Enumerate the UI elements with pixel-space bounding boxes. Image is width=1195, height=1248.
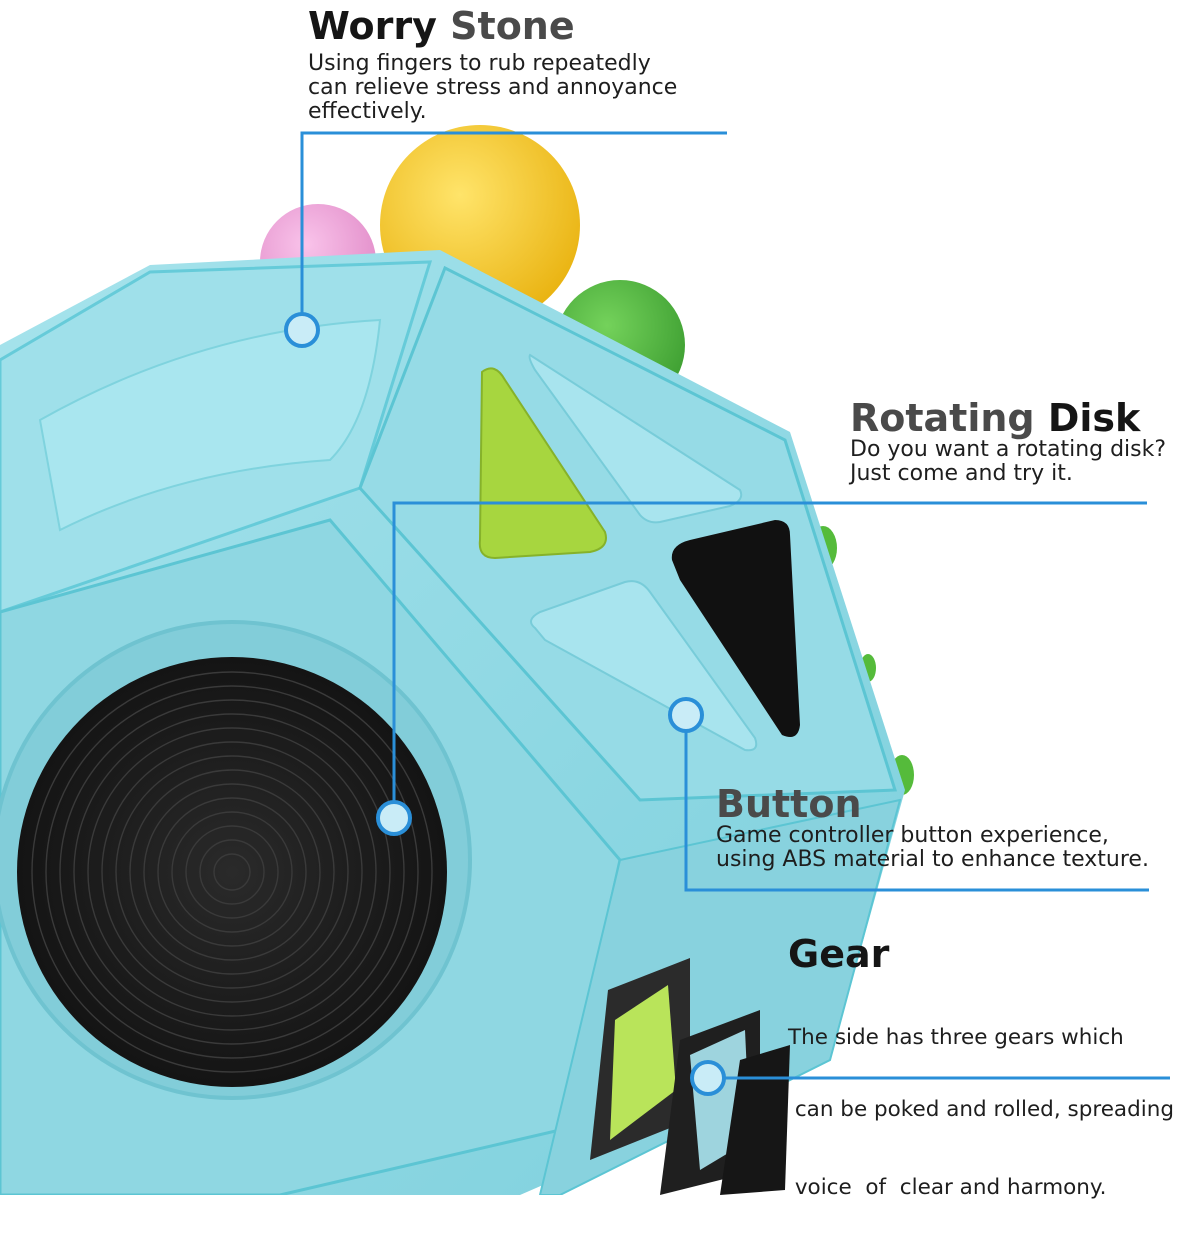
worry-stone-callout: Worry Stone Using fingers to rub repeate… [308,6,677,124]
gear-marker [690,1060,726,1096]
worry-stone-marker [284,312,320,348]
gear-callout: Gear The side has three gears which can … [788,934,1174,1248]
worry-stone-title: Worry Stone [308,4,575,48]
button-callout: Button Game controller button experience… [716,784,1149,872]
button-title: Button [716,782,862,826]
rotating-disk-callout: Rotating Disk Do you want a rotating dis… [850,398,1166,486]
button-marker [668,697,704,733]
rotating-disk-description: Do you want a rotating disk? Just come a… [850,437,1167,486]
worry-stone-leader [300,131,727,330]
gear-slots [590,958,790,1195]
button-leader [684,715,1149,892]
button-description: Game controller button experience, using… [716,823,1149,872]
rotating-disk-marker [376,800,412,836]
rotating-disk-leader [392,501,1147,818]
worry-stone-description: Using fingers to rub repeatedly can reli… [308,51,678,124]
rotating-disk-title: Rotating Disk [850,396,1141,440]
gear-title: Gear [788,932,890,976]
rotating-disk [0,620,472,1100]
gear-description: The side has three gears which can be po… [788,1025,1175,1200]
fidget-cube-illustration [0,125,1170,1195]
markers [284,312,726,1096]
leader-lines [300,131,1170,1080]
